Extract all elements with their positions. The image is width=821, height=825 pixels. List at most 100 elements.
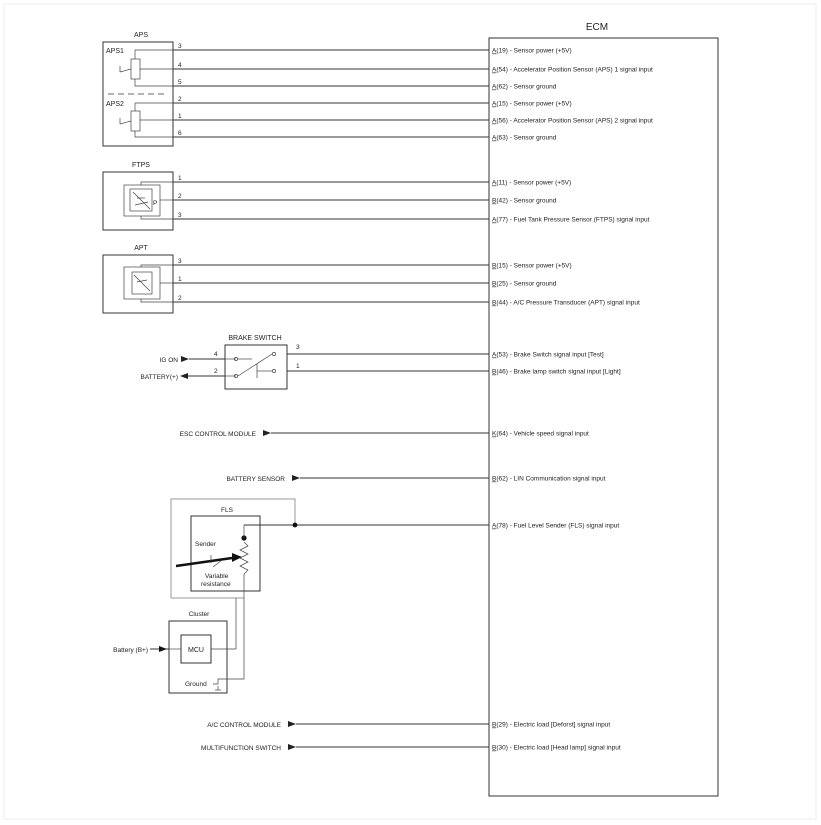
pin-number: 4 (178, 62, 182, 69)
brake-switch: BRAKE SWITCH 3 1 4 2 IG ON BATTERY(+) (140, 335, 489, 390)
aps-box (102, 41, 174, 147)
aps2-potentiometer-icon (130, 110, 141, 132)
brake-switch-contact-icon (237, 353, 273, 377)
ecm-terminal: B(25) - Sensor ground (492, 281, 557, 288)
fls-float-arm-icon (175, 556, 233, 568)
ecm-terminal: A(19) - Sensor power (+5V) (492, 48, 572, 55)
apt-box (102, 254, 174, 314)
pin-number: 1 (178, 113, 182, 120)
ecm-box (488, 37, 719, 797)
pin-number: 2 (178, 96, 182, 103)
ecm-terminal: B(30) - Electric load [Head lamp] signal… (492, 745, 621, 752)
svg-text:B(29) - Electric load [Deforst: B(29) - Electric load [Deforst] signal i… (492, 722, 610, 729)
brake-switch-title: BRAKE SWITCH (228, 335, 281, 342)
pin-number: 1 (296, 363, 300, 370)
svg-text:B(15) - Sensor power (+5V): B(15) - Sensor power (+5V) (492, 263, 572, 270)
cluster: Cluster MCU Ground Battery (B+) (113, 598, 245, 694)
sensor-pin-numbers: 3 4 5 2 1 6 1 2 3 3 1 2 (178, 43, 182, 302)
ftps-sensor: FTPS P (102, 162, 174, 231)
ecm-terminal: A(56) - Accelerator Position Sensor (APS… (492, 118, 653, 125)
ftps-title: FTPS (132, 162, 150, 169)
ecm-terminal: A(62) - Sensor ground (492, 84, 557, 91)
pin-number: 6 (178, 130, 182, 137)
pin-number: 3 (178, 212, 182, 219)
svg-text:K(64) - Vehicle speed signal i: K(64) - Vehicle speed signal input (492, 431, 589, 438)
pin-number: 1 (178, 276, 182, 283)
fls-sensor: FLS Sender Variable resistance (170, 498, 489, 599)
brake-switch-box (224, 344, 288, 390)
ecm-terminal: A(11) - Sensor power (+5V) (492, 180, 571, 187)
pin-number: 3 (178, 43, 182, 50)
ecm-terminal: A(78) - Fuel Level Sender (FLS) signal i… (492, 523, 619, 530)
ftps-symbol: P (153, 200, 157, 207)
cluster-box (168, 620, 228, 694)
ac-control-label: A/C CONTROL MODULE (207, 722, 281, 729)
pin-number: 4 (214, 351, 218, 358)
aps1-label: APS1 (106, 48, 124, 55)
fls-variable-label: Variable (205, 573, 229, 580)
pin-number: 2 (178, 295, 182, 302)
battery-sensor-connection: BATTERY SENSOR (226, 475, 489, 483)
ecm-terminal: B(29) - Electric load [Deforst] signal i… (492, 722, 610, 729)
ecm-terminal: B(44) - A/C Pressure Transducer (APT) si… (492, 300, 640, 307)
aps-sensor: APS APS1 APS2 (102, 32, 174, 147)
cluster-title: Cluster (189, 611, 210, 618)
svg-text:B(42) - Sensor ground: B(42) - Sensor ground (492, 198, 557, 205)
fls-sender-label: Sender (195, 541, 217, 548)
esc-connection: ESC CONTROL MODULE (180, 430, 489, 438)
pin-number: 2 (178, 193, 182, 200)
pin-number: 3 (178, 258, 182, 265)
ftps-box (102, 171, 174, 231)
mcu-label: MCU (188, 647, 204, 654)
fls-variable-resistor-icon (239, 541, 249, 575)
ecm-terminals: A(19) - Sensor power (+5V) A(54) - Accel… (492, 48, 653, 752)
pin-number: 3 (296, 344, 300, 351)
fls-harness-outline (170, 498, 296, 598)
svg-text:B(44) - A/C Pressure Transduce: B(44) - A/C Pressure Transducer (APT) si… (492, 300, 640, 307)
svg-text:B(62) - LIN Communication sign: B(62) - LIN Communication signal input (492, 476, 606, 483)
svg-text:A(19) - Sensor power (+5V): A(19) - Sensor power (+5V) (492, 48, 572, 55)
pin-number: 2 (214, 368, 218, 375)
aps-title: APS (134, 32, 148, 39)
svg-text:A(77) - Fuel Tank Pressure Sen: A(77) - Fuel Tank Pressure Sensor (FTPS)… (492, 217, 650, 224)
pin-number: 5 (178, 79, 182, 86)
multifunction-connection: MULTIFUNCTION SWITCH (201, 744, 489, 752)
svg-text:B(25) - Sensor ground: B(25) - Sensor ground (492, 281, 557, 288)
svg-text:A(62) - Sensor ground: A(62) - Sensor ground (492, 84, 557, 91)
ground-label: Ground (185, 681, 207, 688)
svg-text:A(11) - Sensor power (+5V): A(11) - Sensor power (+5V) (492, 180, 571, 187)
fls-title: FLS (221, 507, 234, 514)
battery-plus-label: BATTERY(+) (140, 374, 178, 381)
svg-text:A(53) - Brake Switch signal in: A(53) - Brake Switch signal input [Test] (492, 352, 604, 359)
fls-box (190, 515, 261, 592)
multifunction-label: MULTIFUNCTION SWITCH (201, 745, 281, 752)
ig-on-label: IG ON (160, 357, 179, 364)
ecm-terminal: A(63) - Sensor ground (492, 135, 557, 142)
battery-b-label: Battery (B+) (113, 647, 148, 654)
ecm-terminal: A(54) - Accelerator Position Sensor (APS… (492, 67, 653, 74)
fls-resistance-label: resistance (201, 581, 231, 588)
svg-text:B(30) - Electric load [Head la: B(30) - Electric load [Head lamp] signal… (492, 745, 621, 752)
pin-number: 1 (178, 175, 182, 182)
ecm-terminal: A(53) - Brake Switch signal input [Test] (492, 352, 604, 359)
svg-text:A(78) - Fuel Level Sender (FLS: A(78) - Fuel Level Sender (FLS) signal i… (492, 523, 619, 530)
ftps-sensor-icon (123, 184, 161, 217)
svg-text:A(54) - Accelerator Position S: A(54) - Accelerator Position Sensor (APS… (492, 67, 653, 74)
sensor-wires (173, 49, 489, 303)
ecm-terminal: A(77) - Fuel Tank Pressure Sensor (FTPS)… (492, 217, 650, 224)
page-border (3, 3, 817, 820)
svg-text:B(46) - Brake lamp switch sign: B(46) - Brake lamp switch signal input [… (492, 369, 621, 376)
svg-text:A(56) - Accelerator Position S: A(56) - Accelerator Position Sensor (APS… (492, 118, 653, 125)
ecm-terminal: B(46) - Brake lamp switch signal input [… (492, 369, 621, 376)
ecm-terminal: B(42) - Sensor ground (492, 198, 557, 205)
ecm-title: ECM (586, 22, 608, 33)
aps2-label: APS2 (106, 101, 124, 108)
battery-sensor-label: BATTERY SENSOR (226, 476, 285, 483)
aps1-potentiometer-icon (130, 58, 141, 80)
ecm-terminal: B(15) - Sensor power (+5V) (492, 263, 572, 270)
apt-title: APT (134, 245, 148, 252)
ecm-terminal: K(64) - Vehicle speed signal input (492, 431, 589, 438)
svg-text:A(15) - Sensor power (+5V): A(15) - Sensor power (+5V) (492, 101, 572, 108)
svg-text:A(63) - Sensor ground: A(63) - Sensor ground (492, 135, 557, 142)
